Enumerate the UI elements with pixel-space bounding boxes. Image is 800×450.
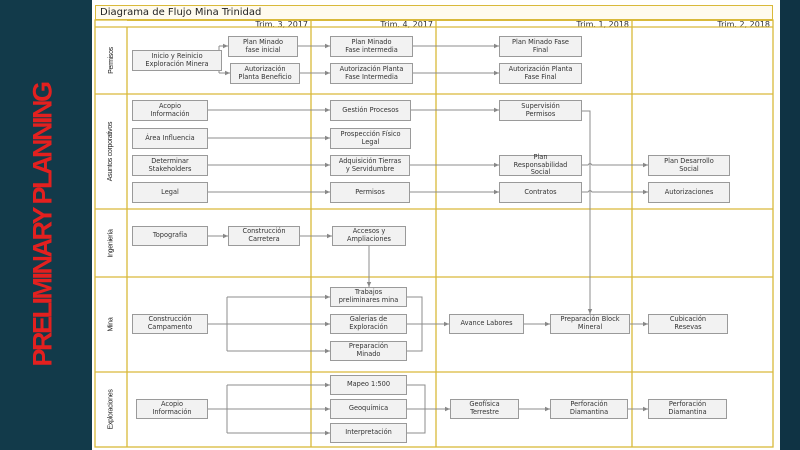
flow-box-plan-final: Plan Minado Fase Final [499, 36, 582, 57]
flow-box-campamento: Construcción Campamento [132, 314, 208, 334]
flow-box-trabajos: Trabajos preliminares mina [330, 287, 407, 307]
flow-box-geofisica: Geofísica Terrestre [450, 399, 519, 419]
flow-box-topografia: Topografía [132, 226, 208, 246]
flow-box-contratos: Contratos [499, 182, 582, 203]
flow-box-plan-inicial: Plan Minado fase inicial [228, 36, 298, 57]
flow-box-stakeholders: Determinar Stakeholders [132, 155, 208, 176]
flow-box-adquisicion: Adquisición Tierras y Servidumbre [330, 155, 410, 176]
flow-box-gestion: Gestión Procesos [330, 100, 411, 121]
flow-box-galerias: Galerias de Exploración [330, 314, 407, 334]
flow-box-interpretacion: Interpretación [330, 423, 407, 443]
right-strip [780, 0, 800, 450]
flow-box-prospeccion: Prospección Físico Legal [330, 128, 411, 149]
flow-box-geoquimica: Geoquímica [330, 399, 407, 419]
flow-box-permisos: Permisos [330, 182, 410, 203]
flow-box-aut-final: Autorización Planta Fase Final [499, 63, 582, 84]
flow-box-prep-minado: Preparación Minado [330, 341, 407, 361]
flow-box-autorizaciones: Autorizaciones [648, 182, 730, 203]
flow-box-plan-intermedia: Plan Minado Fase intermedia [330, 36, 413, 57]
flow-box-mapeo: Mapeo 1:500 [330, 375, 407, 395]
flow-box-cubicacion: Cubicación Resevas [648, 314, 728, 334]
flow-box-inicio: Inicio y Reinicio Exploración Minera [132, 50, 222, 71]
flow-box-area: Área Influencia [132, 128, 208, 149]
flow-box-perforacion-1: Perforación Diamantina [550, 399, 628, 419]
flow-box-responsabilidad: Plan Responsabilidad Social [499, 153, 582, 176]
flow-box-aut-intermedia: Autorización Planta Fase Intermedia [330, 63, 413, 84]
grid-lines [94, 19, 774, 448]
flow-box-accesos: Accesos y Ampliaciones [332, 226, 406, 246]
flow-box-block: Preparación Block Mineral [550, 314, 630, 334]
flow-box-carretera: Construcción Carretera [228, 226, 300, 246]
flow-box-desarrollo: Plan Desarrollo Social [648, 155, 730, 176]
flow-box-aut-beneficio: Autorización Planta Beneficio [230, 63, 300, 84]
flow-box-acopio-exp: Acopio Información [136, 399, 208, 419]
flow-box-legal: Legal [132, 182, 208, 203]
flow-box-perforacion-2: Perforación Diamantina [648, 399, 727, 419]
flow-box-avance: Avance Labores [449, 314, 524, 334]
flow-box-supervision: Supervisión Permisos [499, 100, 582, 121]
flow-box-acopio: Acopio Información [132, 100, 208, 121]
